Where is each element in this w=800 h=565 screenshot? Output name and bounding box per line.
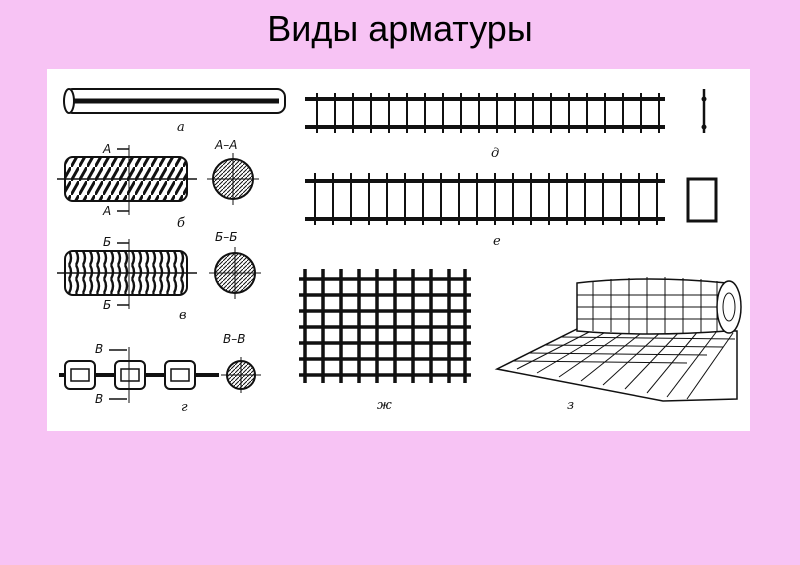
section-mark-b-bottom: Б [103,298,111,312]
flat-mesh: ж [299,269,471,413]
section-title-bb: Б–Б [215,230,237,244]
label-e: е [493,234,501,249]
rolled-mesh: з [494,277,742,413]
section-mark-a-bottom: А [102,204,111,218]
slide-title: Виды арматуры [267,8,533,49]
section-title-aa: А–А [214,138,237,152]
flat-frame: д [305,89,707,161]
section-mark-b-top: Б [103,235,111,249]
label-a: а [177,120,185,135]
section-title-vv: В–В [223,332,245,346]
smooth-bar: а [63,88,286,135]
label-z: з [567,398,574,413]
rebar-types-figure: а А А б А–А Б Б в Б–Б [47,69,750,431]
label-g: г [181,400,188,415]
ribbed-bar-helical: А А б А–А [57,138,259,231]
bulged-bar: В В г В–В [59,332,261,415]
section-mark-a-top: А [102,142,111,156]
label-d: д [491,146,499,161]
label-zh: ж [377,398,392,413]
label-v: в [179,308,187,323]
section-mark-v-top: В [95,342,103,356]
label-b: б [177,216,185,231]
section-mark-v-bottom: В [95,392,103,406]
spatial-frame: е [305,173,718,249]
ribbed-bar-crescent: Б Б в Б–Б [57,230,261,323]
